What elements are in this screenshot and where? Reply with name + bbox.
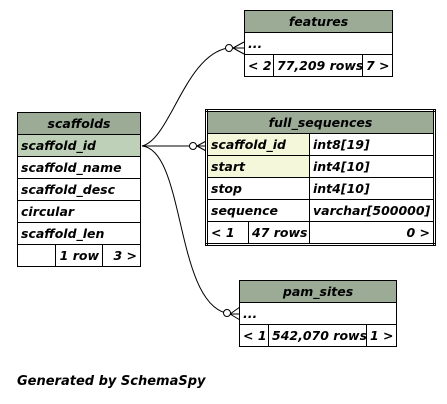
column-fs-stop[interactable]: stop — [206, 177, 310, 200]
table-title-scaffolds[interactable]: scaffolds — [16, 112, 142, 135]
crowfoot-features-3 — [232, 47, 245, 55]
row-count-features: 77,209 rows — [273, 54, 363, 77]
table-title-pam-sites[interactable]: pam_sites — [238, 280, 398, 303]
type-fs-start: int4[10] — [309, 155, 435, 178]
column-ellipsis-pam-sites[interactable]: ... — [238, 302, 398, 325]
crowfoot-features — [232, 41, 245, 49]
children-count-scaffolds[interactable]: 3 > — [101, 244, 142, 267]
parents-count-scaffolds — [17, 244, 56, 267]
children-count-full-sequences[interactable]: 0 > — [309, 221, 435, 245]
crowfoot-pam-sites — [229, 306, 241, 315]
column-scaffold-name[interactable]: scaffold_name — [16, 156, 142, 179]
type-fs-scaffold-id: int8[19] — [309, 133, 435, 156]
type-fs-stop: int4[10] — [309, 177, 435, 200]
column-circular[interactable]: circular — [16, 200, 142, 223]
optional-marker-full-sequences — [189, 142, 197, 150]
parents-count-pam-sites[interactable]: < 1 — [239, 324, 269, 347]
column-scaffold-desc[interactable]: scaffold_desc — [16, 178, 142, 201]
column-scaffold-len[interactable]: scaffold_len — [16, 222, 142, 245]
edge-scaffolds-features — [141, 47, 229, 147]
children-count-features[interactable]: 7 > — [361, 54, 394, 77]
children-count-pam-sites[interactable]: 1 > — [365, 324, 398, 347]
column-fs-start[interactable]: start — [206, 155, 310, 178]
table-features[interactable]: features ... < 2 77,209 rows 7 > — [243, 10, 394, 77]
table-title-full-sequences[interactable]: full_sequences — [206, 110, 435, 134]
optional-marker-pam-sites — [223, 309, 231, 317]
optional-marker-features — [225, 44, 233, 52]
column-fs-scaffold-id[interactable]: scaffold_id — [206, 133, 310, 156]
column-fs-sequence[interactable]: sequence — [206, 199, 310, 222]
row-count-pam-sites: 542,070 rows — [268, 324, 367, 347]
table-pam-sites[interactable]: pam_sites ... < 1 542,070 rows 1 > — [238, 280, 398, 347]
type-fs-sequence: varchar[500000] — [309, 199, 435, 222]
edge-scaffolds-pam-sites — [141, 145, 227, 314]
generated-by-credit: Generated by SchemaSpy — [17, 374, 206, 389]
parents-count-full-sequences[interactable]: < 1 — [206, 221, 249, 245]
column-ellipsis-features[interactable]: ... — [243, 32, 394, 55]
crowfoot-pam-sites-3 — [229, 313, 241, 321]
row-count-scaffolds: 1 row — [55, 244, 103, 267]
parents-count-features[interactable]: < 2 — [244, 54, 274, 77]
table-title-features[interactable]: features — [243, 10, 394, 33]
table-full-sequences[interactable]: full_sequences scaffold_id int8[19] star… — [205, 109, 436, 246]
table-scaffolds[interactable]: scaffolds scaffold_id scaffold_name scaf… — [16, 112, 142, 267]
row-count-full-sequences: 47 rows — [248, 221, 310, 245]
column-scaffold-id[interactable]: scaffold_id — [16, 134, 142, 157]
